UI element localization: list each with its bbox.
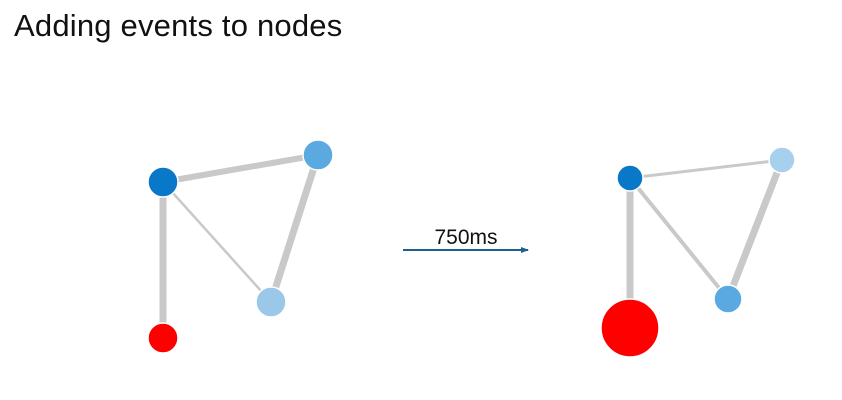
transition-label: 750ms — [434, 226, 498, 249]
slide-title: Adding events to nodes — [14, 8, 343, 43]
edge — [724, 156, 786, 303]
edge — [161, 180, 273, 304]
graph-node — [768, 146, 796, 174]
edge — [628, 176, 730, 301]
graph-before — [147, 139, 334, 354]
edge — [160, 152, 321, 185]
edge — [628, 158, 784, 180]
graph-node — [255, 286, 287, 318]
graph-node — [713, 284, 743, 314]
graph-node — [302, 139, 334, 171]
graph-node — [600, 298, 660, 358]
edge — [267, 151, 322, 306]
graph-node — [147, 166, 179, 198]
graph-after — [600, 146, 796, 358]
graph-node — [147, 322, 179, 354]
graph-node — [616, 164, 644, 192]
